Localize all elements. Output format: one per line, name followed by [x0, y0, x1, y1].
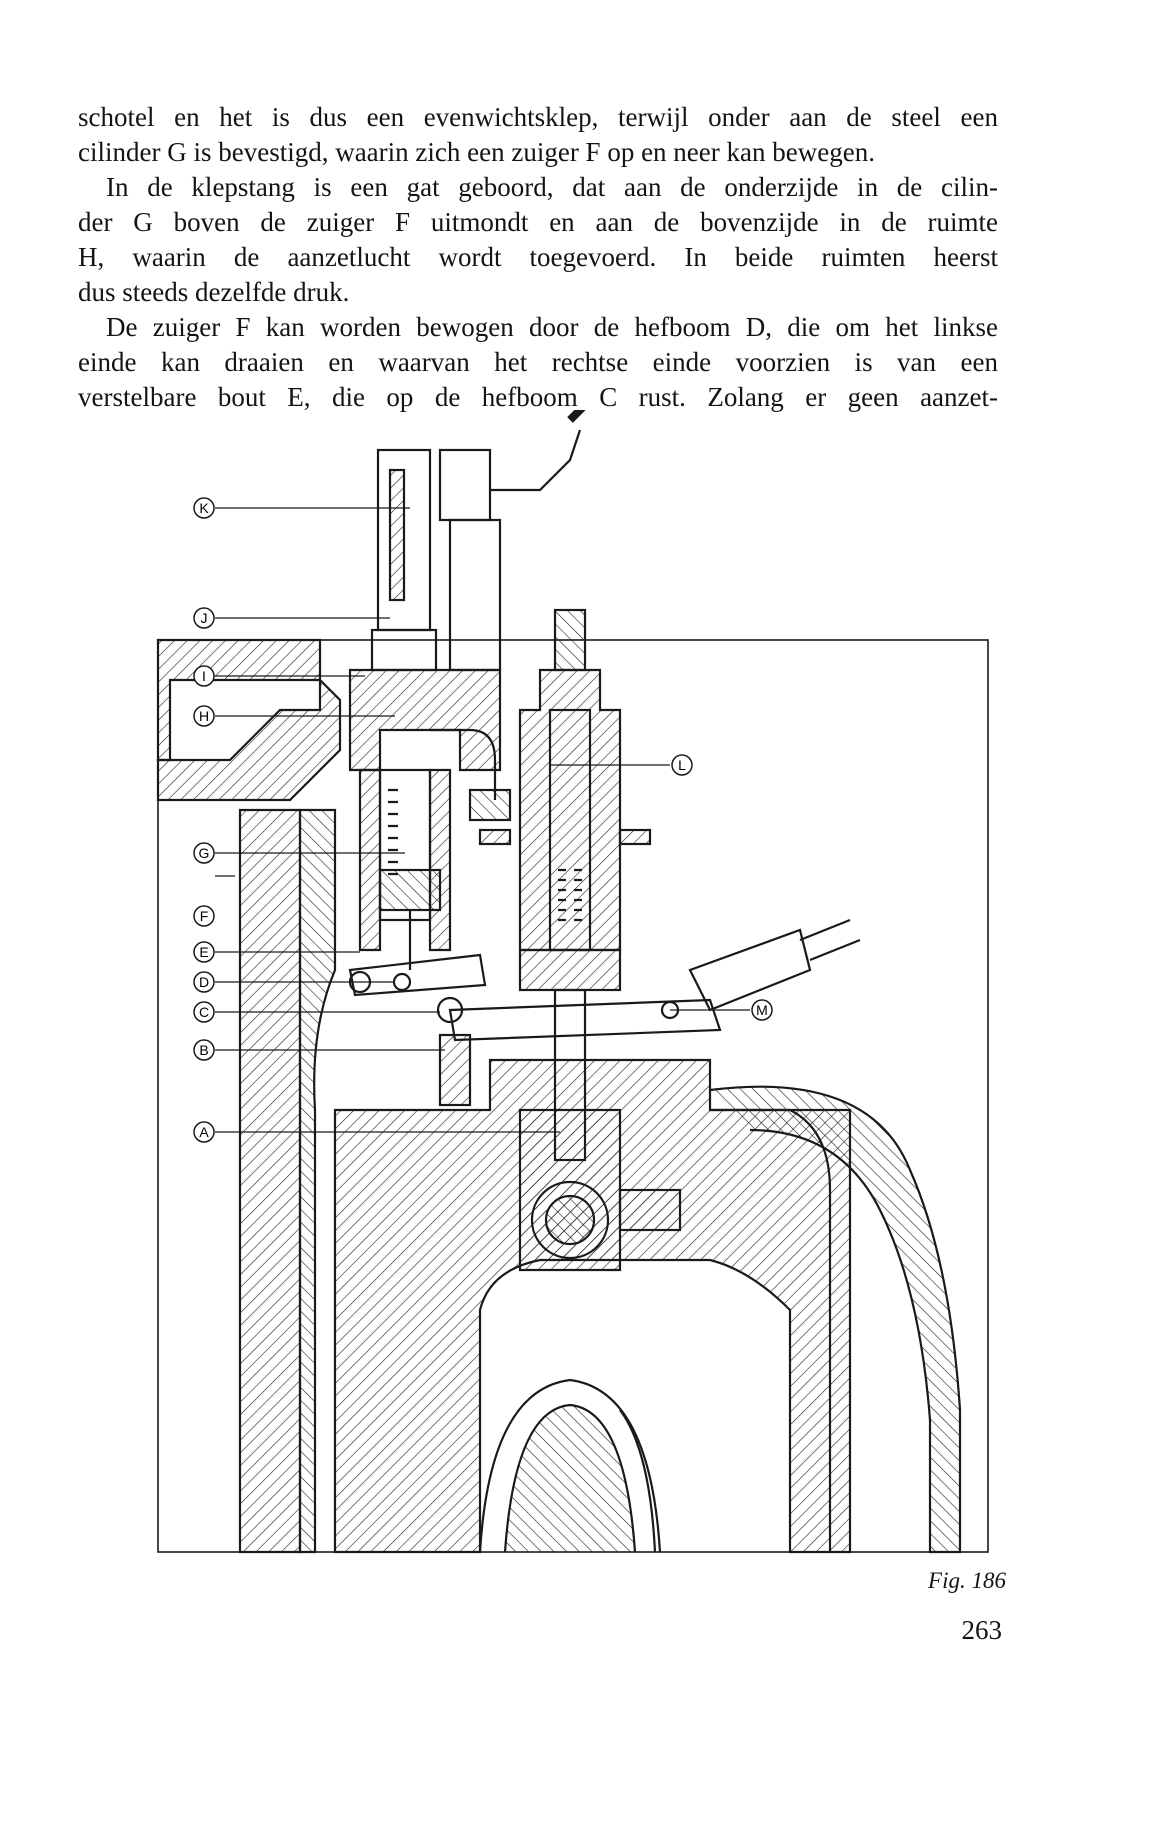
- svg-text:B: B: [199, 1042, 208, 1058]
- text-line: verstelbare bout E, die op de hefboom C …: [78, 382, 998, 412]
- text-line: In de klepstang is een gat geboord, dat …: [106, 172, 998, 202]
- valve-cross-section: K J I H G: [156, 410, 989, 1554]
- callout-h: H: [193, 705, 215, 727]
- callout-a: A: [193, 1121, 215, 1143]
- callout-l: L: [671, 754, 693, 776]
- svg-text:A: A: [199, 1124, 209, 1140]
- text-line: De zuiger F kan worden bewogen door de h…: [106, 312, 998, 342]
- callout-d: D: [193, 971, 215, 993]
- callout-k: K: [193, 497, 215, 519]
- callout-b: B: [193, 1039, 215, 1061]
- svg-text:J: J: [201, 610, 208, 626]
- svg-text:D: D: [199, 974, 209, 990]
- svg-text:K: K: [199, 500, 209, 516]
- text-line: H, waarin de aanzetlucht wordt toegevoer…: [78, 242, 998, 272]
- svg-text:C: C: [199, 1004, 209, 1020]
- svg-text:L: L: [678, 757, 686, 773]
- svg-text:E: E: [199, 944, 208, 960]
- paragraph-3: De zuiger F kan worden bewogen door de h…: [78, 310, 998, 415]
- callout-e: E: [193, 941, 215, 963]
- callout-i: I: [193, 665, 215, 687]
- paragraph-1: schotel en het is dus een evenwichtsklep…: [78, 100, 998, 170]
- svg-text:M: M: [756, 1002, 768, 1018]
- text-line: schotel en het is dus een evenwichtsklep…: [78, 102, 998, 132]
- callout-c: C: [193, 1001, 215, 1023]
- callout-m: M: [751, 999, 773, 1021]
- svg-text:H: H: [199, 708, 209, 724]
- figure-caption: Fig. 186: [928, 1568, 1006, 1593]
- text-line: cilinder G is bevestigd, waarin zich een…: [78, 137, 875, 167]
- text-line: einde kan draaien en waarvan het rechtse…: [78, 347, 998, 377]
- callout-g: G: [193, 842, 215, 864]
- callout-labels: K J I H G: [193, 497, 773, 1143]
- body-text: schotel en het is dus een evenwichtsklep…: [78, 100, 998, 415]
- svg-text:F: F: [200, 908, 209, 924]
- page-number: 263: [961, 1615, 1003, 1645]
- svg-text:I: I: [202, 668, 206, 684]
- technical-drawing: K J I H G: [150, 410, 1010, 1560]
- text-line: dus steeds dezelfde druk.: [78, 277, 350, 307]
- text-line: der G boven de zuiger F uitmondt en aan …: [78, 207, 998, 237]
- svg-text:G: G: [199, 845, 210, 861]
- callout-f: F: [193, 905, 215, 927]
- paragraph-2: In de klepstang is een gat geboord, dat …: [78, 170, 998, 310]
- callout-j: J: [193, 607, 215, 629]
